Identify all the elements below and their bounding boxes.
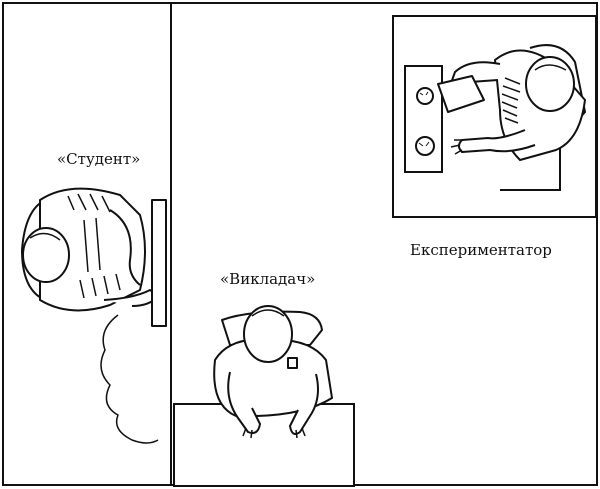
teacher-left-arm bbox=[228, 372, 260, 433]
electrode-cable bbox=[101, 315, 158, 443]
generator-dial-bottom bbox=[416, 137, 434, 155]
label-teacher: «Викладач» bbox=[220, 270, 316, 288]
label-experimenter: Експериментатор bbox=[410, 241, 552, 259]
label-student: «Студент» bbox=[57, 150, 141, 168]
shock-generator bbox=[405, 66, 442, 172]
dial-marks bbox=[419, 92, 429, 146]
student-head bbox=[23, 228, 69, 282]
teacher-head bbox=[244, 306, 292, 362]
experimenter-paper bbox=[438, 76, 484, 112]
experimenter-head bbox=[526, 57, 574, 111]
experimenter-figure bbox=[438, 45, 585, 160]
teacher-hands bbox=[243, 428, 305, 438]
teacher-desk-top bbox=[174, 404, 354, 486]
teacher-desk bbox=[174, 404, 354, 486]
student-desk bbox=[152, 200, 166, 326]
student-hair bbox=[30, 233, 60, 240]
experimenter-hand-fingers bbox=[451, 140, 462, 154]
teacher-hair bbox=[252, 310, 284, 316]
teacher-figure bbox=[214, 306, 332, 438]
generator-dial-top bbox=[417, 88, 433, 104]
student-figure bbox=[22, 189, 166, 443]
experimenter-right-arm bbox=[459, 130, 535, 152]
teacher-badge bbox=[288, 358, 297, 368]
experimenter-hair bbox=[535, 65, 566, 70]
student-right-arm bbox=[110, 210, 140, 285]
student-shirt-stripes bbox=[68, 194, 120, 298]
experimenter-tie bbox=[502, 78, 520, 123]
teacher-right-arm bbox=[290, 374, 318, 434]
